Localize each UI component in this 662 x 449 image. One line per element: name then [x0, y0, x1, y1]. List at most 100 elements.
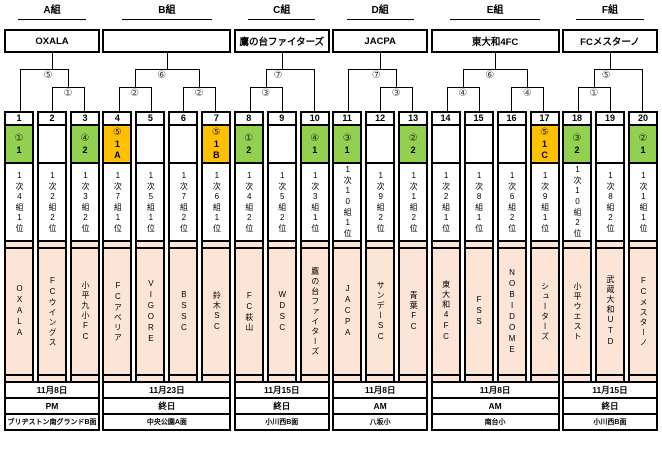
qualifier-cell: 1次4組2位 [233, 162, 264, 242]
result-cell [463, 124, 494, 164]
qualifier-cell: 1次7組2位 [168, 162, 199, 242]
bracket-line [593, 69, 595, 87]
group-winner-box: OXALA [4, 29, 100, 53]
result-rank: 2 [574, 144, 580, 155]
result-match-circle: ④ [80, 132, 90, 144]
result-cell [365, 124, 396, 164]
final-match-label: ⑤ [43, 70, 53, 81]
final-match-label: ⑤ [601, 70, 611, 81]
team-name: 東大和4FC [441, 280, 451, 343]
result-match-circle: ③ [342, 132, 352, 144]
qualifier-cell: 1次9組1位 [529, 162, 560, 242]
team-name: NOBIDOME [507, 267, 517, 356]
venue-cell: 八坂小 [332, 413, 429, 431]
team-name-cell: FSS [463, 247, 494, 376]
bracket-line [68, 69, 69, 87]
team-name-cell: JACPA [332, 247, 363, 376]
final-match-label: ⑥ [157, 70, 167, 81]
bracket-line [83, 87, 85, 111]
qualifier-text: 1次4組2位 [244, 170, 254, 234]
team-name: JACPA [343, 284, 353, 339]
result-match-circle: ① [14, 132, 24, 144]
team-name-cell: 鈴木SC [201, 247, 232, 376]
group-title: D組 [371, 5, 389, 16]
bracket-line [313, 69, 315, 111]
qualifier-text: 1次3組1位 [310, 170, 320, 234]
bracket-line [593, 69, 642, 70]
result-match-circle: ⑤ [540, 127, 550, 138]
bracket-line [166, 53, 168, 69]
qualifier-text: 1次6組1位 [212, 170, 222, 234]
venue-cell: 小川西B面 [233, 413, 330, 431]
team-name: VIGORE [146, 278, 156, 345]
result-cell [37, 124, 67, 164]
group-title: C組 [273, 5, 291, 16]
final-match-label: ⑥ [485, 70, 495, 81]
bracket-line [118, 87, 120, 111]
team-name: 小平九小FC [81, 280, 90, 343]
qualifier-cell: 1次4組1位 [4, 162, 34, 242]
qualifier-text: 1次5組2位 [277, 170, 287, 234]
team-name-cell: 小平ウエスト [561, 247, 592, 376]
qualifier-cell: 1次7組1位 [102, 162, 133, 242]
venue-cell: 小川西B面 [561, 413, 658, 431]
qualifier-text: 1次1組2位 [409, 170, 419, 234]
qualifier-cell: 1次5組2位 [266, 162, 297, 242]
qualifier-text: 1次2組2位 [48, 170, 57, 234]
bracket-line [134, 69, 200, 70]
bracket-line [265, 69, 267, 87]
bracket-line [511, 87, 513, 111]
qualifier-text: 1次4組1位 [15, 170, 24, 234]
team-name: FCアベリア [113, 280, 123, 343]
semi-match-label: ② [130, 88, 140, 99]
qualifier-cell: 1次2組2位 [37, 162, 67, 242]
venue-cell: 南台小 [430, 413, 560, 431]
bracket-line [281, 53, 283, 69]
semi-match-label: ④ [522, 88, 532, 99]
group-winner-box: FCメスターノ [561, 29, 658, 53]
bracket-line [20, 69, 68, 70]
qualifier-cell: 1次6組2位 [496, 162, 527, 242]
bracket-line [118, 87, 151, 88]
bracket-line [52, 87, 53, 111]
bracket-line [577, 87, 610, 88]
group-title: B組 [158, 5, 176, 16]
team-name: 青葉FC [409, 290, 419, 333]
qualifier-text: 1次9組1位 [540, 170, 550, 234]
result-rank: 1 [344, 144, 350, 155]
bracket-line [609, 53, 611, 69]
bracket-line [446, 87, 448, 111]
result-letter: B [213, 150, 220, 160]
group-winner-box: JACPA [332, 29, 429, 53]
qualifier-text: 1次1組1位 [638, 170, 648, 234]
team-name: FCウイングス [48, 275, 57, 348]
team-name-cell: 東大和4FC [430, 247, 461, 376]
team-name-cell: VIGORE [135, 247, 166, 376]
group-winner-box: 鷹の台ファイターズ [233, 29, 330, 53]
venue-cell: 中央公園A面 [102, 413, 232, 431]
bracket-line [183, 87, 185, 111]
result-rank: 1 [114, 139, 120, 149]
result-rank: 1 [542, 139, 548, 149]
group-title: E組 [486, 5, 504, 16]
qualifier-text: 1次2組1位 [441, 170, 451, 234]
qualifier-cell: 1次1組2位 [398, 162, 429, 242]
